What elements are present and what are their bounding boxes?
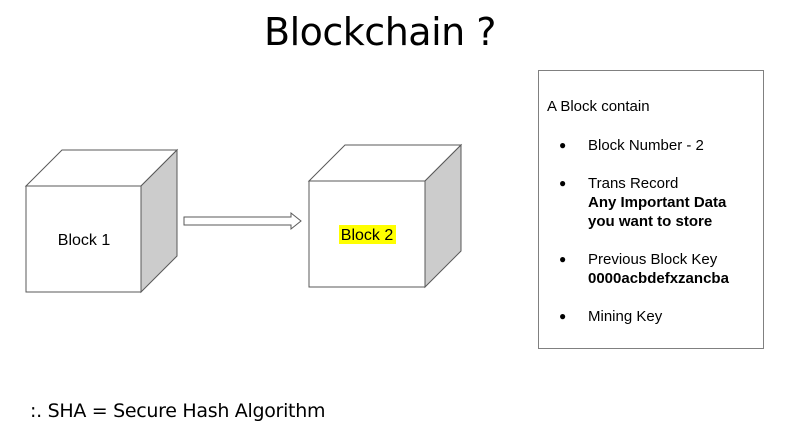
block-2-cube[interactable]: Block 2 xyxy=(307,143,463,289)
info-item-label: Block Number - 2 xyxy=(588,137,704,154)
block-1-label: Block 1 xyxy=(58,232,111,249)
bullet-icon: ● xyxy=(559,252,567,266)
footnote: :. SHA = Secure Hash Algorithm xyxy=(30,400,326,422)
info-item-detail: 0000acbdefxzancba xyxy=(588,270,729,287)
info-item-detail: Any Important Data xyxy=(588,194,727,211)
chain-arrow xyxy=(183,211,302,231)
block-2-label-highlight xyxy=(339,225,396,244)
bullet-icon: ● xyxy=(559,138,567,152)
info-item-label: Mining Key xyxy=(588,308,663,325)
info-box-title: A Block contain xyxy=(547,98,650,115)
page-title: Blockchain ? xyxy=(264,10,496,54)
block-1-cube[interactable]: Block 1 xyxy=(24,148,179,294)
block-2-label: Block 2 xyxy=(341,227,394,244)
block-1-front-face xyxy=(25,185,142,293)
info-item-detail: you want to store xyxy=(588,213,713,230)
bullet-icon: ● xyxy=(559,309,567,323)
arrow-shape xyxy=(183,211,302,231)
info-item-label: Trans Record xyxy=(588,175,679,192)
block-info-box: A Block contain ● Block Number - 2 ● Tra… xyxy=(538,70,764,349)
info-item-label: Previous Block Key xyxy=(588,251,718,268)
bullet-icon: ● xyxy=(559,176,567,190)
